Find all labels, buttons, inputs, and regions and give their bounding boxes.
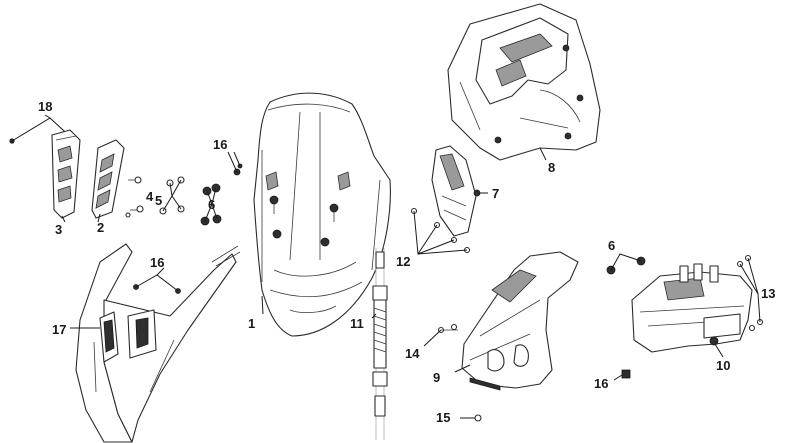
callout-10: 10 [716, 358, 730, 373]
callout-leaders [44, 114, 724, 373]
part-6-nuts [200, 183, 222, 226]
callout-labels: 18 3 2 4 5 6 16 1 16 17 11 12 8 7 14 9 1… [38, 99, 775, 425]
callout-3: 3 [55, 222, 62, 237]
part-4-bolts [125, 176, 144, 218]
callout-4: 4 [146, 189, 154, 204]
callout-18: 18 [38, 99, 52, 114]
callout-16-left: 16 [150, 255, 164, 270]
part-16-clips-top [227, 151, 243, 176]
callout-5: 5 [155, 193, 162, 208]
callout-8: 8 [548, 160, 555, 175]
part-15-screw [460, 414, 482, 422]
part-2-side-vent [91, 139, 125, 219]
callout-15: 15 [436, 410, 450, 425]
callout-16-right: 16 [594, 376, 608, 391]
callout-6-right: 6 [608, 238, 615, 253]
part-10-box-assembly [631, 263, 753, 353]
part-9-lower-panel [461, 251, 579, 391]
callout-12: 12 [396, 254, 410, 269]
part-7-bracket [431, 145, 481, 237]
part-5-washers [159, 176, 185, 215]
part-3-side-vent [51, 129, 81, 219]
callout-6: 6 [208, 197, 215, 212]
part-6-nuts-right [606, 253, 646, 275]
part-14-bolts [423, 323, 458, 347]
part-12-screws [410, 207, 471, 255]
callout-17: 17 [52, 322, 66, 337]
callout-9: 9 [433, 370, 440, 385]
callout-7: 7 [492, 186, 499, 201]
part-13-screws [736, 254, 764, 332]
callout-2: 2 [97, 220, 104, 235]
part-17-front-cowl [75, 243, 241, 443]
callout-13: 13 [761, 286, 775, 301]
part-11-cable [372, 248, 388, 440]
callout-16-top: 16 [213, 137, 227, 152]
callout-1: 1 [248, 316, 255, 331]
callout-14: 14 [405, 346, 420, 361]
part-1-windshield [253, 92, 391, 337]
callout-11: 11 [350, 316, 364, 331]
part-8-inner-panel [447, 3, 601, 161]
part-16-clips-left [133, 274, 181, 294]
part-16-clip-right [613, 369, 631, 381]
